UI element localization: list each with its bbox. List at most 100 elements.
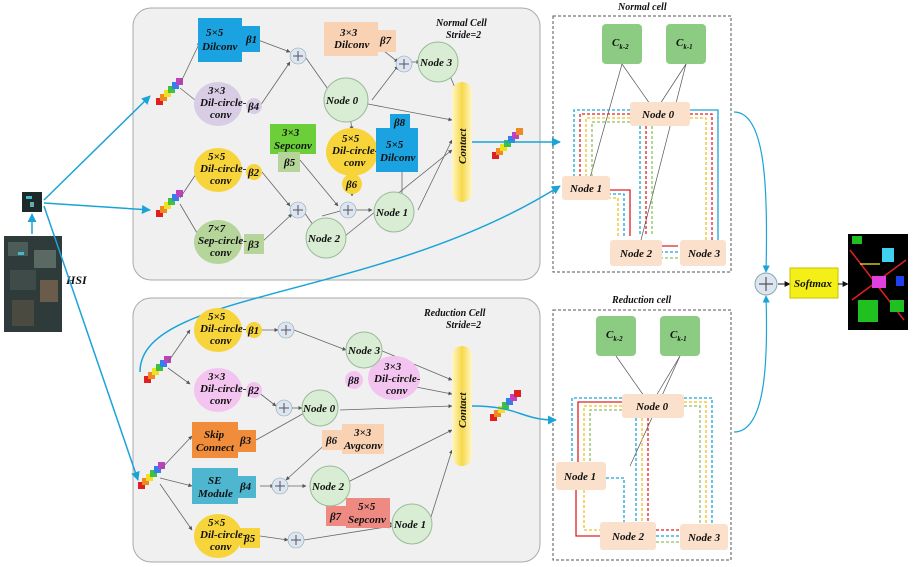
arrow-to-normal-top: [43, 95, 151, 201]
reduction-node-0-label: Node 0: [302, 403, 336, 415]
reduction-beta6: β6: [325, 435, 338, 447]
normal-panel-ck2-label: Ck-2: [612, 37, 629, 51]
reduction-beta4-box: [236, 476, 256, 498]
normal-op-5x5-dilconv-label-1: 5×5: [206, 27, 224, 39]
normal-op-3x3-dilconv: [324, 22, 378, 56]
normal-op-5x5-dil-circle-b: [326, 128, 378, 176]
normal-node-0-label: Node 0: [325, 95, 359, 107]
normal-cell-panel-title: Normal cell: [617, 2, 667, 13]
red-op6-l3: conv: [386, 385, 408, 397]
normal-panel-node-2-label: Node 2: [619, 248, 653, 260]
normal-panel-node-3: [680, 240, 726, 266]
red-op7-l1: 3×3: [353, 427, 372, 439]
normal-beta5: β5: [283, 157, 296, 169]
reduction-beta1-circle: [246, 322, 262, 338]
normal-node-2: [305, 217, 347, 259]
normal-beta3-box: [244, 234, 264, 254]
normal-op-5x5b-l3: conv: [344, 157, 366, 169]
normal-op-7x7-l1: 7×7: [208, 223, 226, 235]
red-op2-l2: Dil-circle-: [199, 383, 247, 395]
normal-op-3x3-dil-circle: [194, 82, 242, 126]
reduction-node-2: [309, 465, 351, 507]
normal-panel-ck1-label: Ck-1: [676, 37, 693, 51]
normal-cell-edges: [179, 39, 457, 243]
normal-contact-label: Contact: [457, 128, 469, 164]
normal-beta8: β8: [393, 117, 406, 129]
normal-beta1: β1: [245, 34, 257, 46]
softmax-label: Softmax: [794, 278, 832, 290]
normal-contact: [452, 82, 472, 202]
red-op8-l1: 5×5: [358, 501, 376, 513]
normal-op-5x5-dilconv-b-l2: Dilconv: [379, 152, 416, 164]
reduction-beta4: β4: [239, 481, 252, 493]
reduction-cell-title: Reduction Cell: [423, 308, 486, 319]
feature-stack-reduction-out: [490, 390, 521, 421]
reduction-node-1-label: Node 1: [393, 519, 426, 531]
reduction-node-0: [301, 389, 339, 427]
feature-stack-normal-out: [492, 128, 523, 159]
hsi-image: [4, 236, 62, 332]
normal-op-7x7-sep-circle: [194, 220, 242, 264]
reduction-cell-panel-title: Reduction cell: [611, 295, 671, 306]
normal-panel-node-2: [610, 240, 662, 266]
normal-op-5x5-dilconv: [198, 18, 242, 62]
red-op5-l3: conv: [210, 541, 232, 553]
normal-node-3: [417, 41, 459, 83]
reduction-node-1: [391, 503, 433, 545]
reduction-beta1: β1: [247, 325, 259, 337]
reduction-node-2-label: Node 2: [311, 481, 345, 493]
normal-op-5x5-dilconv-label-2: Dilconv: [201, 41, 238, 53]
arrow-feedback: [139, 185, 561, 373]
normal-panel-node-1: [562, 176, 610, 200]
reduction-add-signs: [275, 325, 301, 545]
normal-panel-node-3-label: Node 3: [687, 248, 721, 260]
reduction-op-5x5-dil-circle: [194, 308, 242, 352]
normal-panel-ck2: [602, 24, 642, 64]
normal-op-5x5-dil-circle: [194, 148, 242, 192]
normal-panel-ck1: [666, 24, 706, 64]
feature-stack-normal-bottom: [156, 190, 183, 217]
red-op8-l2: Sepconv: [348, 514, 386, 526]
feature-stack-reduction-top: [144, 356, 171, 383]
reduction-beta8: β8: [347, 375, 360, 387]
reduction-panel-to-add: [733, 295, 770, 433]
normal-op-5x5-dil-circle-l3: conv: [210, 175, 232, 187]
reduction-op-skip-connect: [192, 422, 238, 458]
normal-beta6: β6: [345, 179, 358, 191]
normal-cell-stride: Stride=2: [446, 30, 481, 41]
normal-beta5-box: [278, 152, 300, 172]
reduction-cell-stride: Stride=2: [446, 320, 481, 331]
normal-beta6-circle: [342, 174, 362, 194]
reduction-node-3-label: Node 3: [347, 345, 381, 357]
normal-beta2-circle: [246, 164, 262, 180]
normal-beta8-box: [390, 114, 410, 130]
normal-beta2: β2: [247, 167, 260, 179]
reduction-panel-ck1: [660, 316, 700, 356]
reduction-panel-node-1-label: Node 1: [563, 471, 596, 483]
normal-beta4-circle: [246, 98, 262, 114]
reduction-node-3: [345, 331, 383, 369]
red-op7-l2: Avgconv: [343, 440, 382, 452]
reduction-beta2-circle: [246, 382, 262, 398]
normal-beta7-box: [376, 30, 396, 52]
normal-panel-edges: [573, 109, 719, 259]
reduction-beta6-box: [322, 430, 342, 450]
reduction-op-3x3-dil-circle: [194, 368, 242, 412]
reduction-panel-node-2: [600, 522, 656, 550]
normal-op-5x5-dilconv-b: [376, 128, 418, 172]
normal-beta1-box: [240, 26, 260, 52]
arrow-to-normal-bottom: [43, 202, 151, 214]
red-op1-l1: 5×5: [208, 311, 226, 323]
reduction-beta5-box: [240, 528, 260, 548]
normal-op-3x3-dil-circle-l2: Dil-circle-: [199, 97, 247, 109]
hsi-patch: [22, 192, 42, 212]
reduction-panel-ck2: [596, 316, 636, 356]
reduction-beta8-circle: [345, 371, 363, 389]
reduction-panel-node-3: [680, 524, 728, 550]
red-op1-l3: conv: [210, 335, 232, 347]
normal-op-7x7-l2: Sep-circle-: [198, 235, 247, 247]
normal-panel-ck-edges: [589, 63, 687, 245]
normal-op-3x3-dil-circle-l3: conv: [210, 109, 232, 121]
softmax-box: [789, 267, 839, 299]
